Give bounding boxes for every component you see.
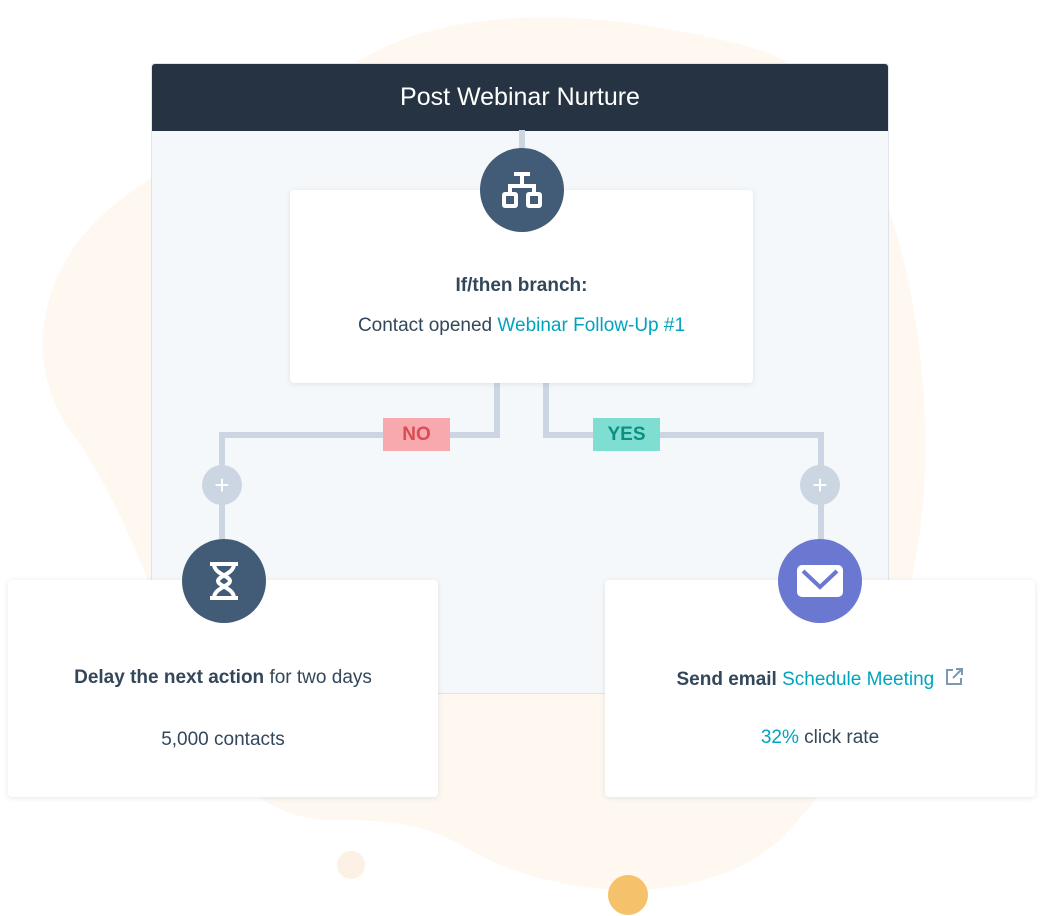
branch-title: If/then branch: [455,275,588,296]
schedule-meeting-link[interactable]: Schedule Meeting [782,669,935,690]
branch-email-link[interactable]: Webinar Follow-Up #1 [497,315,686,336]
connector-no-vertical [494,380,500,438]
branch-condition-prefix: Contact opened [357,315,493,336]
connector-yes-horizontal [543,432,824,438]
email-title-bold: Send email [676,669,777,690]
branch-condition: Contact opened Webinar Follow-Up #1 [290,315,753,337]
branch-icon [480,148,564,232]
hourglass-icon [182,539,266,623]
delay-title-rest: for two days [269,667,372,688]
connector-no-horizontal [219,432,500,438]
add-step-button-yes[interactable]: + [800,465,840,505]
delay-title-bold: Delay the next action [74,667,265,688]
decor-dot-small [337,851,365,879]
decor-dot-orange [608,875,648,915]
yes-branch-label: YES [593,418,660,451]
envelope-icon [778,539,862,623]
click-rate-label: click rate [804,727,880,748]
connector-top [519,130,525,160]
delay-title: Delay the next action for two days [8,667,438,689]
workflow-title: Post Webinar Nurture [152,64,888,131]
connector-yes-down [818,432,824,582]
no-branch-label: NO [383,418,450,451]
email-title: Send email Schedule Meeting [605,667,1035,691]
external-link-icon[interactable] [944,667,964,687]
connector-yes-vertical [543,380,549,438]
connector-no-down [219,432,225,582]
click-rate-stat: 32% click rate [605,727,1035,749]
click-rate-value: 32% [760,727,799,748]
add-step-button-no[interactable]: + [202,465,242,505]
delay-contacts-stat: 5,000 contacts [161,729,285,750]
